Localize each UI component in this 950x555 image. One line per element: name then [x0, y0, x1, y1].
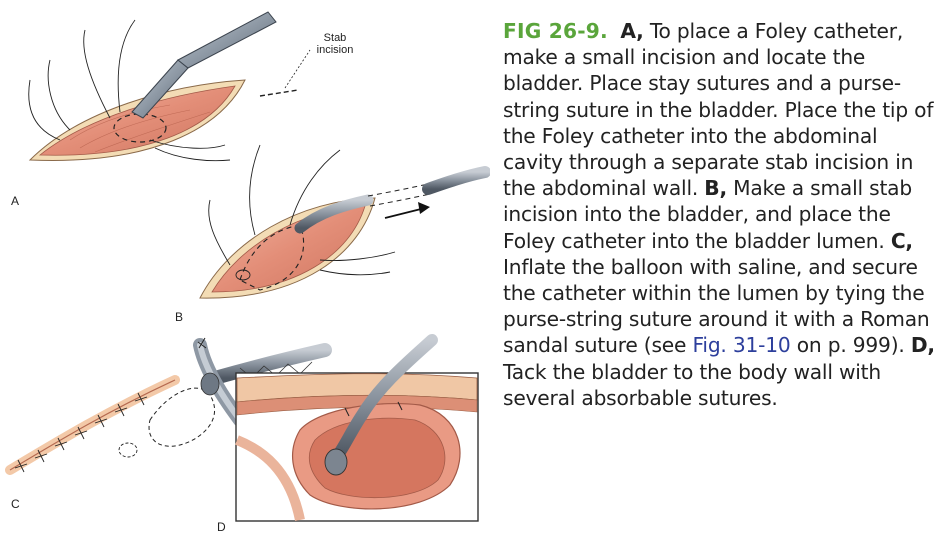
caption-part-a: A,: [620, 19, 644, 43]
caption-text-d: Tack the bladder to the body wall with s…: [503, 359, 881, 410]
figure-caption: FIG 26-9. A, To place a Foley catheter, …: [503, 18, 943, 411]
panel-a-drawing: [28, 11, 311, 162]
stab-label-line2: incision: [316, 44, 354, 56]
caption-text-a: To place a Foley catheter, make a small …: [503, 19, 934, 201]
illustration-svg: [5, 11, 491, 522]
caption-text-c2: on p. 999).: [790, 333, 911, 358]
caption-text-c: Inflate the balloon with saline, and sec…: [503, 254, 930, 358]
panel-label-c: C: [11, 497, 20, 511]
panel-d-drawing: [235, 334, 479, 522]
panel-b-drawing: [199, 144, 491, 299]
surgical-illustration: Stab incision A B C D: [5, 11, 491, 534]
stab-incision-label: Stab incision: [300, 32, 370, 56]
cross-reference-link[interactable]: Fig. 31-10: [692, 333, 791, 358]
panel-label-a: A: [11, 194, 20, 208]
caption-part-c: C,: [890, 228, 913, 253]
panel-label-d: D: [217, 520, 226, 534]
panel-label-b: B: [175, 310, 184, 324]
caption-part-b: B,: [704, 176, 727, 201]
stab-label-line1: Stab: [323, 32, 347, 44]
caption-text-b: Make a small stab incision into the blad…: [503, 176, 912, 253]
caption-part-d: D,: [910, 333, 935, 358]
figure-label: FIG 26-9.: [503, 19, 608, 43]
